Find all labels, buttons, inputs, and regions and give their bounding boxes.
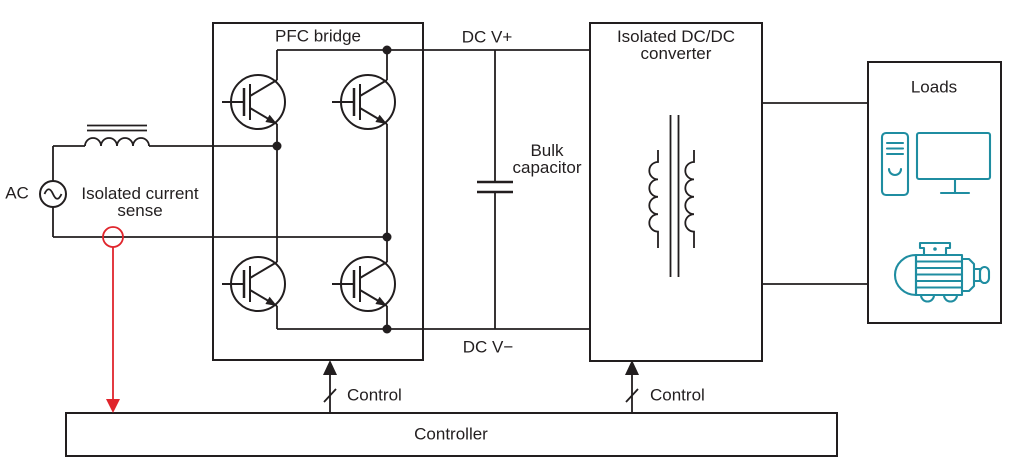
current-sense-label: Isolated current sense <box>81 184 199 220</box>
ac-loop-wires <box>52 145 387 238</box>
control-label-pfc: Control <box>347 385 402 405</box>
igbt-icon <box>220 73 287 131</box>
bulk-capacitor-label: Bulk capacitor <box>512 141 582 177</box>
igbt-icon <box>220 255 287 313</box>
inductor-icon <box>84 124 150 147</box>
dcdc-converter-title: Isolated DC/DC converter <box>616 27 736 63</box>
bulk-capacitor-icon <box>477 50 513 329</box>
transformer-icon <box>648 115 695 277</box>
dc-v-plus-label: DC V+ <box>461 27 513 47</box>
feedback-arrow <box>106 247 120 413</box>
igbt-icon <box>330 255 397 313</box>
control-arrow-dcdc <box>625 360 639 413</box>
monitor-icon <box>915 131 992 195</box>
control-label-dcdc: Control <box>650 385 705 405</box>
dc-bus-wires <box>276 49 590 330</box>
loads-title: Loads <box>910 77 958 97</box>
dc-v-minus-label: DC V− <box>462 337 514 357</box>
loads-box <box>867 61 1002 324</box>
ac-label: AC <box>5 183 29 203</box>
junction-dots <box>272 45 392 334</box>
pfc-bridge-title: PFC bridge <box>275 26 361 46</box>
dcdc-converter-box <box>589 22 763 362</box>
controller-title: Controller <box>414 424 488 444</box>
computer-tower-icon <box>880 131 910 197</box>
ac-source-icon <box>39 180 67 208</box>
controller-box <box>65 412 838 457</box>
control-arrow-pfc <box>323 360 337 413</box>
output-wires <box>762 102 868 285</box>
pfc-bridge-box <box>212 22 424 361</box>
motor-icon <box>893 241 991 303</box>
igbt-icon <box>330 73 397 131</box>
bus-slash-icon <box>625 388 639 403</box>
bus-slash-icon <box>323 388 337 403</box>
